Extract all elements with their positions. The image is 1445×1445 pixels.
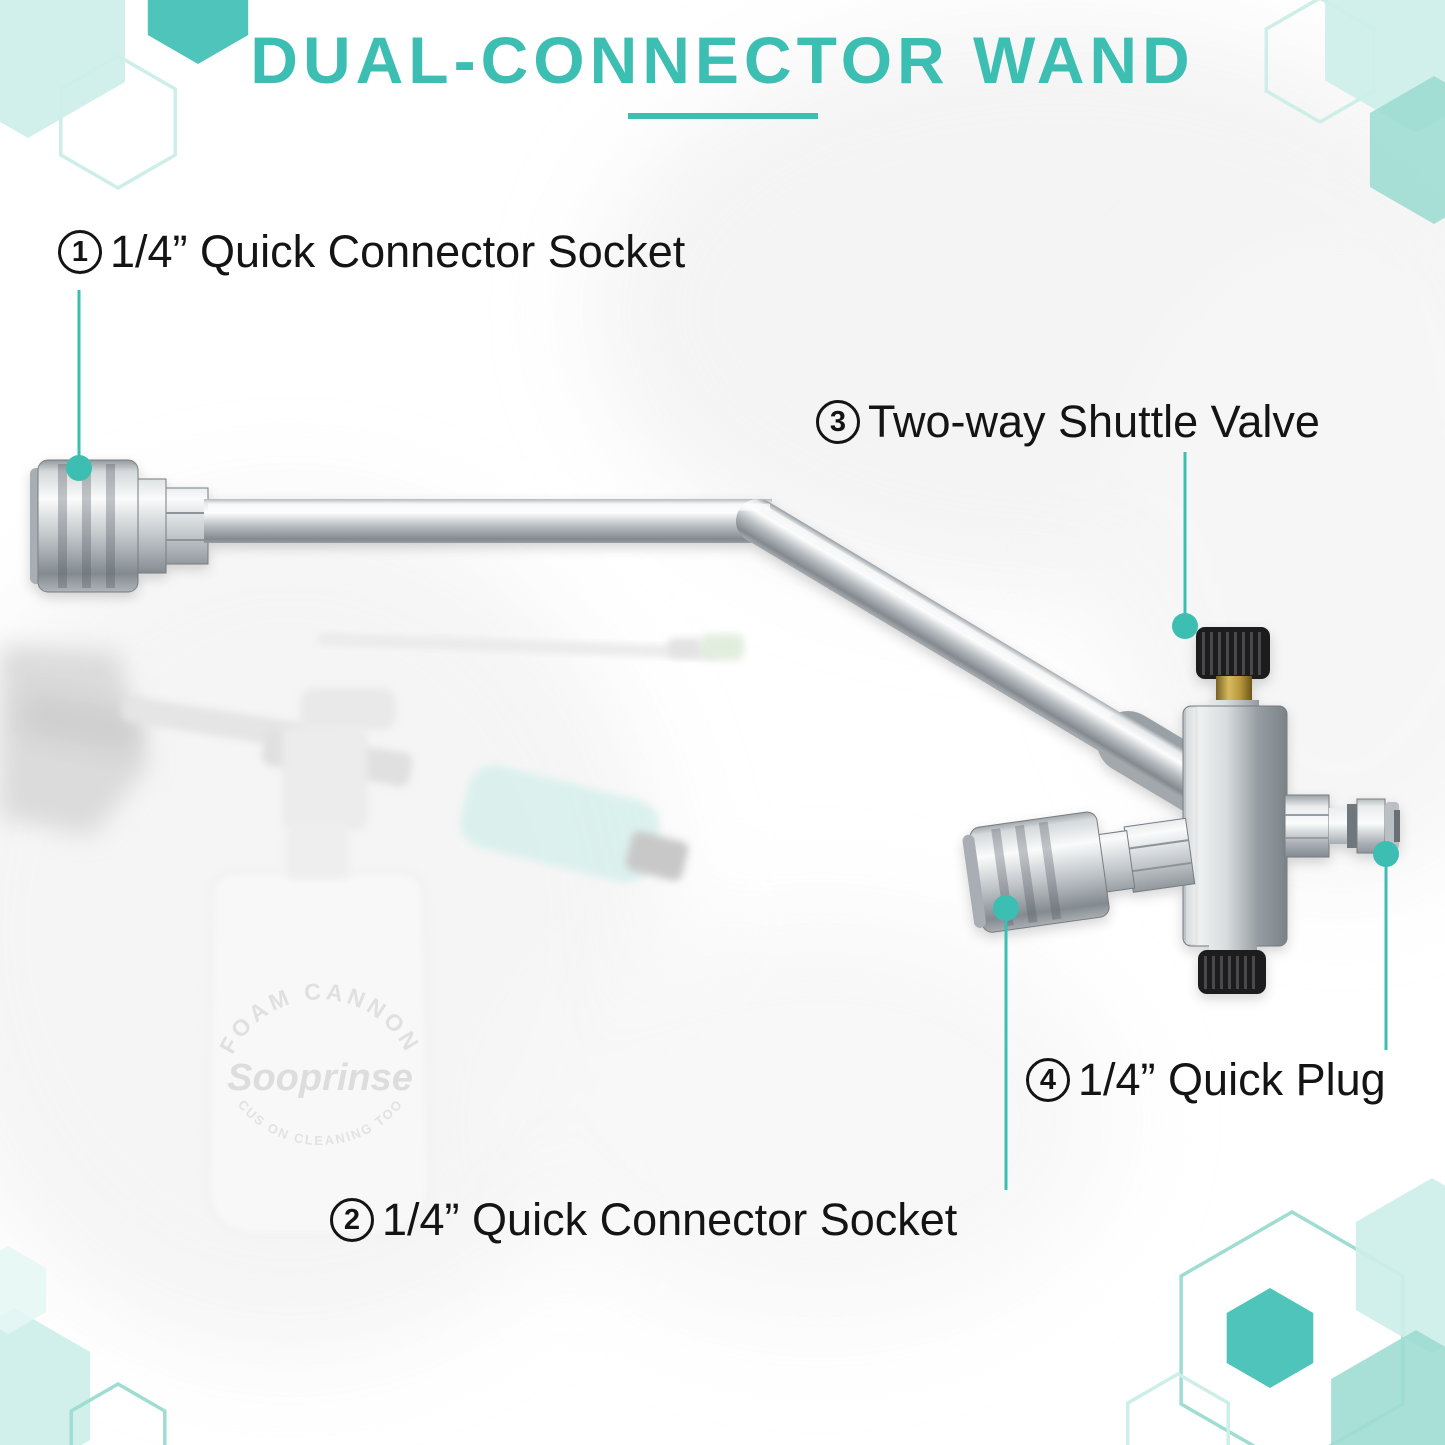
hexagon-decoration: [0, 1308, 91, 1445]
callout-2-label: 1/4” Quick Connector Socket: [382, 1194, 958, 1245]
title-underline: [628, 113, 818, 119]
hexagon-decoration: [0, 1246, 47, 1334]
hexagon-decoration: [1264, 0, 1376, 125]
callout-dot-3: [1172, 613, 1198, 639]
valve-bottom-knob: [1198, 936, 1266, 994]
dual-connector-wand-illustration: [30, 459, 1400, 994]
callout-3-label: Two-way Shuttle Valve: [868, 396, 1320, 447]
faded-teal-gun-piece: [460, 765, 660, 883]
faded-wand-connector: [668, 638, 702, 658]
socket-groove: [1014, 824, 1038, 924]
callout-dots: [66, 455, 1399, 921]
faded-gun-tip: [625, 831, 689, 881]
watermark-brand-text: Sooprinse: [227, 1057, 413, 1099]
hexagon-decoration: [1369, 76, 1445, 224]
page-title: DUAL-CONNECTOR WAND: [250, 23, 1195, 97]
hexagon-decoration: [147, 0, 249, 64]
quick-connector-socket-1: [30, 459, 209, 593]
callout-lines: [77, 290, 1388, 1190]
faded-thin-wand: [318, 633, 718, 659]
faded-cannon-knob: [300, 688, 396, 730]
callout-4: 4 1/4” Quick Plug: [1026, 1054, 1386, 1106]
callout-3: 3 Two-way Shuttle Valve: [816, 396, 1320, 448]
quick-plug: [1284, 794, 1400, 858]
socket-groove: [106, 464, 115, 588]
hexagon-decoration: [0, 0, 125, 138]
callout-4-label: 1/4” Quick Plug: [1078, 1054, 1386, 1105]
socket-groove: [1038, 821, 1062, 920]
socket-groove: [58, 464, 67, 588]
hexagon-decoration: [59, 53, 177, 191]
callout-dot-4: [1373, 841, 1399, 867]
hexagon-decoration: [1126, 1371, 1230, 1445]
hexagon-decoration: [1355, 1178, 1445, 1354]
callout-1: 1 1/4” Quick Connector Socket: [58, 226, 685, 278]
callout-2: 2 1/4” Quick Connector Socket: [330, 1194, 957, 1246]
tube-highlight: [763, 506, 1166, 751]
callout-dot-2: [993, 895, 1019, 921]
callout-dot-1: [66, 455, 92, 481]
socket-groove: [82, 464, 91, 588]
faded-cannon-head: [282, 726, 368, 830]
faded-bottle-neck: [286, 824, 350, 880]
faded-bottle: [206, 870, 432, 1238]
hexagon-decoration: [1331, 1330, 1445, 1445]
background-soft-blob: [520, 910, 1120, 1330]
callout-3-number: 3: [816, 400, 860, 444]
faded-green-nozzle: [700, 634, 744, 660]
callout-2-number: 2: [330, 1198, 374, 1242]
valve-block: [1182, 705, 1288, 947]
hexagon-decoration: [1226, 1288, 1314, 1388]
hexagon-decoration: [69, 1381, 167, 1445]
callout-1-label: 1/4” Quick Connector Socket: [110, 226, 686, 277]
shuttle-valve-assembly: [962, 627, 1400, 994]
callout-4-number: 4: [1026, 1058, 1070, 1102]
callout-1-number: 1: [58, 230, 102, 274]
faded-gun-body: [19, 691, 141, 755]
